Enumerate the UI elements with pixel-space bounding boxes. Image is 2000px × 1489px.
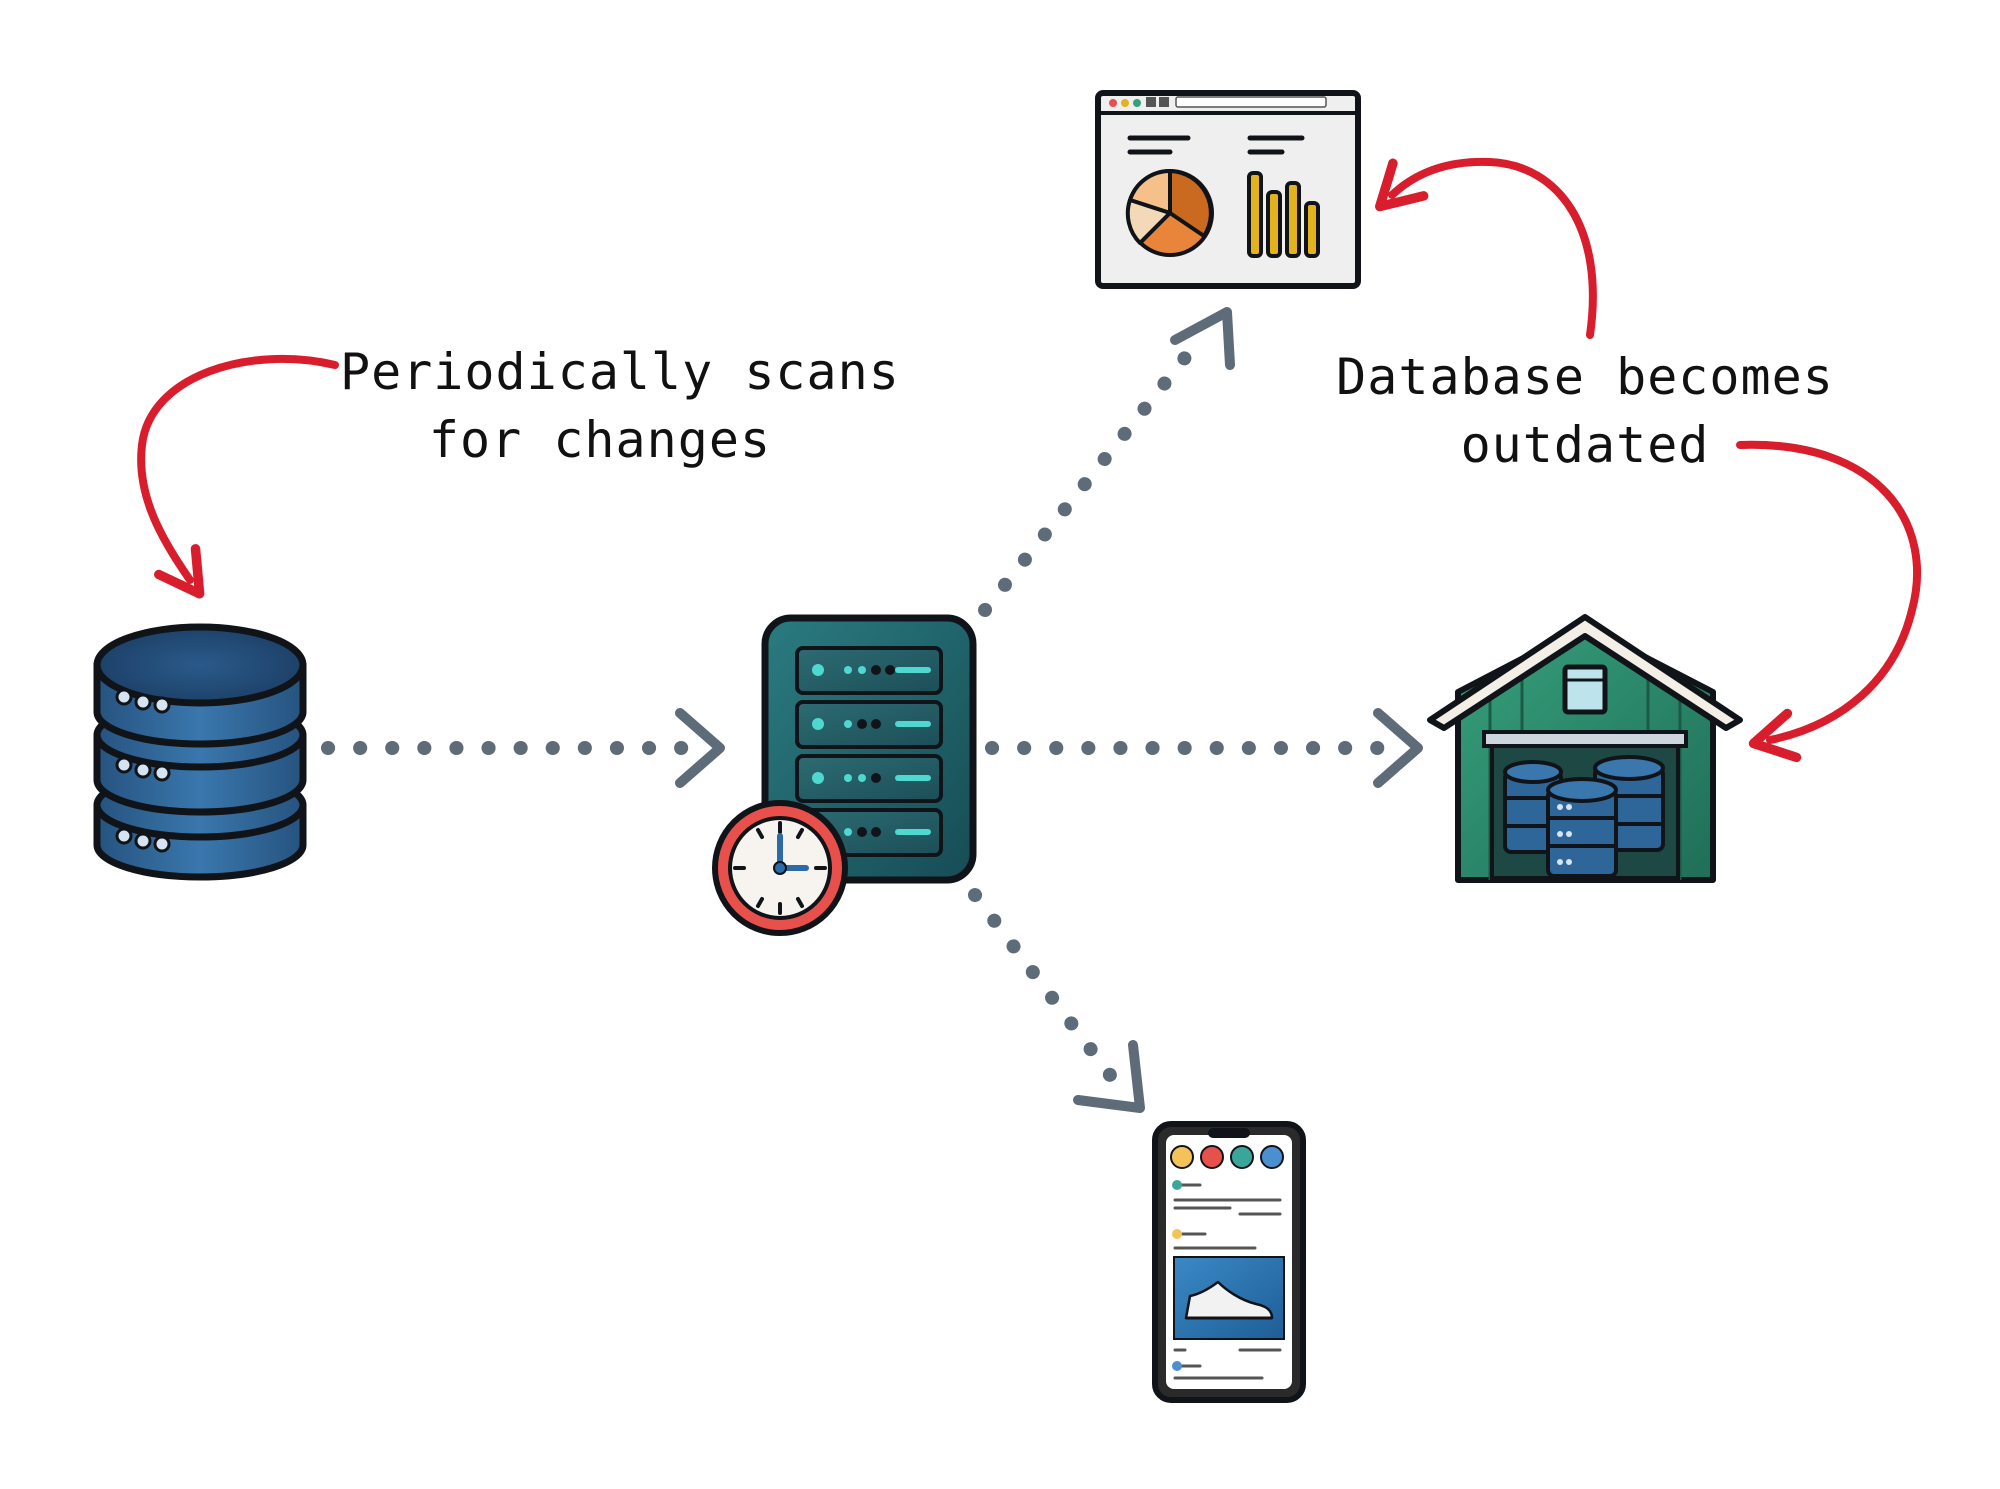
outdated-arrow-to-dashboard: [1375, 157, 1597, 339]
outdated-label-line-1: Database becomes: [1336, 348, 1834, 406]
flow-arrow-scheduler-to-warehouse: [985, 708, 1423, 788]
flow-arrow-scheduler-to-mobile: [968, 888, 1145, 1113]
data-warehouse-icon: [1427, 614, 1743, 883]
flow-arrow-source-to-scheduler: [321, 708, 725, 788]
scan-label-line-2: for changes: [428, 411, 772, 469]
scan-annotation-label: Periodically scans for changes: [340, 338, 900, 474]
flow-arrow-scheduler-to-dashboard: [978, 307, 1235, 617]
scan-label-line-1: Periodically scans: [340, 343, 900, 401]
clock-icon: [712, 800, 848, 936]
outdated-arrow-to-warehouse: [1736, 440, 1922, 763]
pie-chart-graphic: [1125, 168, 1214, 257]
outdated-annotation-label: Database becomes outdated: [1305, 343, 1865, 479]
bar-chart-graphic: [1247, 171, 1320, 258]
story-avatars: [1170, 1145, 1284, 1169]
scan-annotation-arrow: [137, 355, 339, 599]
dashboard-browser-icon: [1095, 90, 1361, 289]
mobile-app-icon: [1152, 1121, 1306, 1403]
database-icon: [93, 623, 307, 881]
sneaker-graphic: [1184, 1280, 1274, 1320]
outdated-label-line-2: outdated: [1460, 416, 1710, 474]
